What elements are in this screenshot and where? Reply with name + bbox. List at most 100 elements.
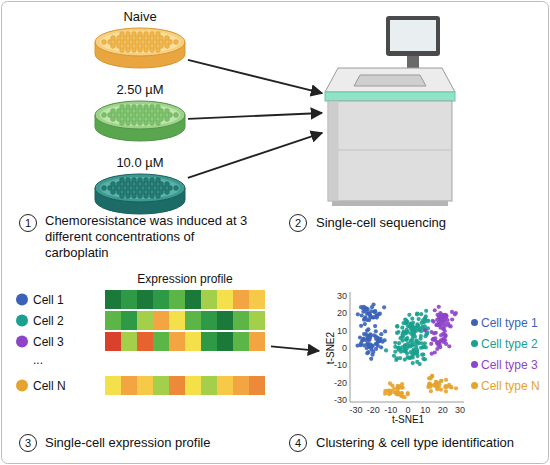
- tsne-point: [369, 357, 373, 361]
- tick-label: -30: [323, 394, 347, 406]
- heatmap-header: Expression profile: [120, 271, 250, 287]
- tsne-point: [394, 391, 398, 395]
- cell-dot: [147, 36, 152, 41]
- heatmap-cell: [249, 376, 265, 395]
- cell-dot: [120, 40, 125, 45]
- heatmap-cell: [233, 290, 249, 309]
- heatmap-cell: [185, 311, 201, 330]
- legend-text: Cell type 1: [481, 315, 538, 331]
- panel-line: [338, 150, 452, 151]
- tsne-point: [443, 333, 447, 337]
- tsne-point: [423, 316, 427, 320]
- cell-dot: [132, 40, 137, 45]
- monitor-frame: [386, 16, 440, 56]
- tsne-point: [439, 379, 443, 383]
- cell-dot: [156, 48, 161, 53]
- row-markers: [16, 294, 28, 392]
- cell-dot: [156, 40, 161, 45]
- tsne-point: [444, 378, 448, 382]
- cell-dot: [123, 36, 128, 41]
- tick-label: -20: [323, 377, 347, 389]
- cell-dot: [144, 186, 149, 191]
- cell-dot: [132, 32, 137, 37]
- cell-label: Cell 1: [33, 292, 93, 308]
- tsne-point: [393, 341, 397, 345]
- legend-entry: Cell type N: [471, 378, 547, 394]
- tsne-point: [421, 357, 425, 361]
- heatmap-cell: [105, 376, 121, 395]
- machine-band: [325, 92, 455, 101]
- cell-dot: [126, 113, 131, 118]
- tsne-point: [429, 389, 433, 393]
- cell-dot: [159, 190, 164, 195]
- tsne-point: [441, 327, 445, 331]
- tsne-point: [423, 328, 427, 332]
- heatmap-cell: [105, 311, 121, 330]
- heatmap-cell: [121, 290, 137, 309]
- cell-dot: [126, 105, 131, 110]
- cell-dot: [138, 32, 143, 37]
- tsne-point: [423, 328, 427, 332]
- cell-dot: [138, 40, 143, 45]
- tsne-point: [370, 305, 374, 309]
- cell-dot: [120, 113, 125, 118]
- heatmap-cell: [249, 290, 265, 309]
- cell-dot: [108, 40, 113, 45]
- cell-label: Cell N: [33, 378, 93, 394]
- heatmap-cell: [201, 311, 217, 330]
- dish-rim: [95, 101, 185, 129]
- cell-dot: [174, 113, 179, 118]
- cell-dot: [156, 113, 161, 118]
- tsne-point: [383, 389, 387, 393]
- tsne-point: [431, 337, 435, 341]
- tsne-point: [416, 354, 420, 358]
- tsne-point: [396, 346, 400, 350]
- tsne-point: [450, 317, 454, 321]
- tsne-point: [407, 313, 411, 317]
- heatmap-cell: [249, 332, 265, 351]
- heatmap-cell: [185, 376, 201, 395]
- legend-entry: Cell type 3: [471, 357, 547, 373]
- tsne-point: [431, 319, 435, 323]
- heatmap-cell: [217, 311, 233, 330]
- tsne-point: [372, 333, 376, 337]
- dish-label: Naive: [90, 9, 190, 25]
- cell-dot: [111, 182, 116, 187]
- cell-dot: [123, 44, 128, 49]
- step-caption: Clustering & cell type identification: [316, 435, 550, 451]
- tsne-point: [388, 381, 392, 385]
- petri-dish-shape: [95, 174, 185, 214]
- cell-dot: [141, 36, 146, 41]
- axis-title: t-SNE2: [325, 323, 337, 373]
- cell-dot: [144, 32, 149, 37]
- tsne-point: [417, 327, 421, 331]
- tsne-point: [360, 313, 364, 317]
- dish-rim: [95, 28, 185, 56]
- cell-dot: [153, 117, 158, 122]
- cell-dot: [138, 113, 143, 118]
- tsne-point: [447, 344, 451, 348]
- tsne-point: [382, 305, 386, 309]
- flow-arrow: [271, 346, 319, 351]
- cell-dot: [120, 121, 125, 126]
- heatmap-cell: [201, 332, 217, 351]
- tsne-point: [444, 389, 448, 393]
- cell-marker: [16, 380, 28, 392]
- tsne-point: [449, 385, 453, 389]
- tsne-point: [433, 308, 437, 312]
- tsne-point: [450, 310, 454, 314]
- tsne-point: [405, 338, 409, 342]
- petri-dish-shape: [95, 101, 185, 141]
- cell-dot: [165, 44, 170, 49]
- machine-base: [332, 201, 448, 206]
- step-number: 4: [289, 434, 307, 452]
- tsne-point: [445, 384, 449, 388]
- machine-body: [328, 101, 452, 201]
- tsne-point: [437, 384, 441, 388]
- cell-dot: [126, 40, 131, 45]
- cell-dot: [117, 109, 122, 114]
- cell-dot: [150, 194, 155, 199]
- cell-dot: [117, 190, 122, 195]
